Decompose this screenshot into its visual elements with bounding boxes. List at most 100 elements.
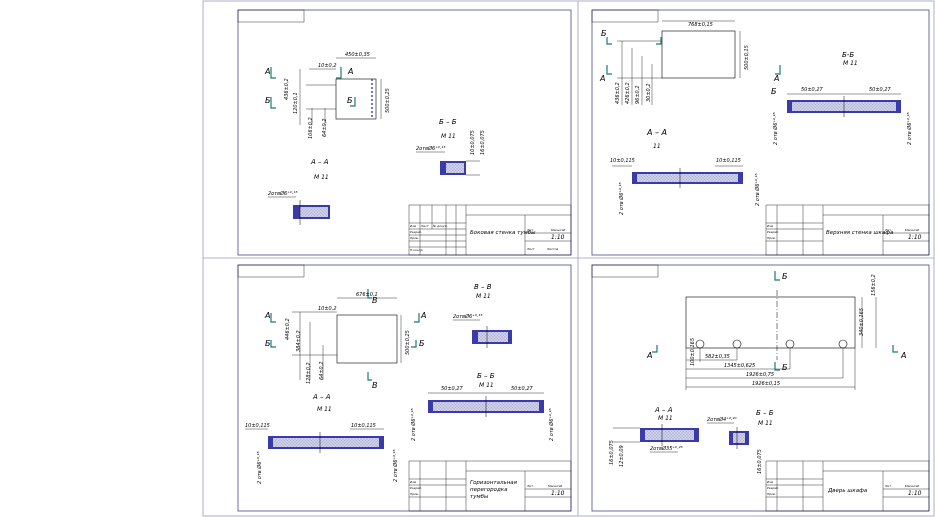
svg-text:Разраб.: Разраб. [410,230,422,234]
svg-text:Пров.: Пров. [410,236,419,240]
dim-d4: 106±0,2 [308,117,314,139]
section-aa-hole-note: 2отвØ6⁺⁰·¹⁵ [268,190,297,197]
sheet-side-wall: А А Б Б 450±0,35 10±0,2 436±0,2 120±0,1 … [237,9,572,256]
dim-height: 500±0,25 [385,88,391,113]
section-aa-title: А – А [310,158,329,166]
svg-text:Масштаб: Масштаб [905,484,919,488]
svg-text:Пров.: Пров. [767,492,776,496]
svg-text:64±0,2: 64±0,2 [319,361,325,380]
svg-text:Б – Б: Б – Б [477,372,495,380]
svg-text:Листов: Листов [546,247,558,251]
svg-text:Б: Б [601,29,607,38]
svg-text:А: А [646,351,652,360]
svg-text:10±0,115: 10±0,115 [245,423,270,429]
dim-d5: 64±0,2 [322,118,328,137]
svg-text:М 11: М 11 [658,415,673,422]
dim-width: 450±0,35 [345,52,370,58]
svg-text:Верхняя стенка шкафа: Верхняя стенка шкафа [826,230,894,236]
sheet-horizontal-partition: А А Б Б В В 676±0,1 10±0,2 446±0,2 384±0… [237,264,572,512]
svg-text:Изм: Изм [767,480,774,484]
svg-text:100±0,165: 100±0,165 [690,338,696,366]
svg-text:436±0,2: 436±0,2 [615,82,621,104]
svg-text:1926±0,75: 1926±0,75 [746,372,774,378]
section-aa-scale: М 11 [314,174,329,181]
svg-text:500±0,15: 500±0,15 [744,45,750,70]
svg-text:676±0,1: 676±0,1 [356,292,378,298]
svg-text:1345±0,625: 1345±0,625 [724,363,755,369]
section-bb-hole-note: 2отвØ6⁺⁰·¹⁵ [416,145,445,152]
svg-text:1:10: 1:10 [908,234,922,241]
dim-d7: 16±0,075 [480,130,486,155]
svg-text:А: А [264,311,270,320]
marker-a-left: А [264,67,270,76]
svg-text:Лит.: Лит. [884,228,892,232]
sheet-top-wall: Б А А Б 768±0,15 500±0,15 436±0,2 426±0,… [591,9,930,256]
svg-text:156±0,2: 156±0,2 [871,274,877,296]
svg-text:Разраб.: Разраб. [767,486,779,490]
part-name: Горизонтальная перегородка тумбы [470,480,517,500]
part-outline [335,78,377,120]
svg-text:А: А [773,74,779,83]
outer-frame [202,0,935,517]
section-bb-title: Б – Б [439,118,457,126]
svg-text:А – А: А – А [646,128,667,137]
marker-b-right: Б [347,96,353,105]
svg-text:Б: Б [782,272,788,281]
svg-text:2отвØ6⁺⁰·¹⁵: 2отвØ6⁺⁰·¹⁵ [453,313,482,320]
svg-text:Н.контр.: Н.контр. [410,248,423,252]
svg-text:50±0,27: 50±0,27 [869,87,892,93]
svg-text:М 11: М 11 [758,420,773,427]
svg-text:В: В [372,296,378,305]
svg-text:Масштаб: Масштаб [905,228,919,232]
svg-text:50±0,27: 50±0,27 [441,386,464,392]
svg-text:А: А [900,351,906,360]
svg-text:Б: Б [782,363,788,372]
svg-text:2 отв Ø6⁺⁰·¹⁵: 2 отв Ø6⁺⁰·¹⁵ [548,408,555,441]
svg-text:10±0,115: 10±0,115 [610,158,635,164]
svg-text:340±0,165: 340±0,165 [859,308,865,336]
svg-text:Б: Б [771,87,777,96]
svg-text:Изм: Изм [767,224,774,228]
svg-text:2 отв Ø6⁺⁰·¹⁵: 2 отв Ø6⁺⁰·¹⁵ [618,182,625,215]
svg-text:426±0,2: 426±0,2 [625,82,631,104]
svg-text:М 11: М 11 [476,293,491,300]
svg-text:10±0,2: 10±0,2 [318,306,337,312]
svg-text:2отвØ35⁺⁰·²⁵: 2отвØ35⁺⁰·²⁵ [650,445,683,452]
svg-text:Дверь шкафа: Дверь шкафа [827,488,868,494]
svg-text:30±0,2: 30±0,2 [646,83,652,102]
svg-text:Лист: Лист [420,224,429,228]
svg-text:Пров.: Пров. [410,492,419,496]
svg-text:М 11: М 11 [479,382,494,389]
svg-text:Лит.: Лит. [526,484,534,488]
svg-text:Лит.: Лит. [884,484,892,488]
svg-text:Б-Б: Б-Б [842,51,854,59]
svg-text:А – А: А – А [654,406,673,414]
svg-text:А: А [420,311,426,320]
svg-text:96±0,2: 96±0,2 [635,85,641,104]
svg-text:2 отв Ø6⁺⁰·¹⁵: 2 отв Ø6⁺⁰·¹⁵ [410,408,417,441]
dim-d2: 436±0,2 [284,78,290,100]
svg-text:2 отв Ø6⁺⁰·¹⁵: 2 отв Ø6⁺⁰·¹⁵ [772,112,779,145]
svg-text:А – А: А – А [312,393,331,401]
svg-text:384±0,2: 384±0,2 [296,330,302,352]
dim-d3: 120±0,1 [293,92,299,114]
svg-text:Пров.: Пров. [767,236,776,240]
svg-text:500±0,25: 500±0,25 [405,330,411,355]
svg-text:1:10: 1:10 [551,490,565,497]
dim-d6: 10±0,075 [470,130,476,155]
svg-text:2 отв Ø6⁺⁰·¹⁵: 2 отв Ø6⁺⁰·¹⁵ [256,451,263,484]
svg-text:128±0,2: 128±0,2 [306,362,312,384]
svg-text:№ докум.: № докум. [432,224,448,228]
svg-text:Изм: Изм [410,480,417,484]
svg-text:16±0,075: 16±0,075 [609,440,615,465]
section-bb-scale: М 11 [441,133,456,140]
scale-value: 1:10 [551,234,565,241]
marker-b-left: Б [265,96,271,105]
svg-text:Б – Б: Б – Б [756,409,774,417]
svg-text:В – В: В – В [474,283,492,291]
svg-text:А: А [599,74,605,83]
svg-text:10±0,115: 10±0,115 [351,423,376,429]
svg-text:12±0,09: 12±0,09 [619,445,625,467]
svg-text:М 11: М 11 [317,406,332,413]
